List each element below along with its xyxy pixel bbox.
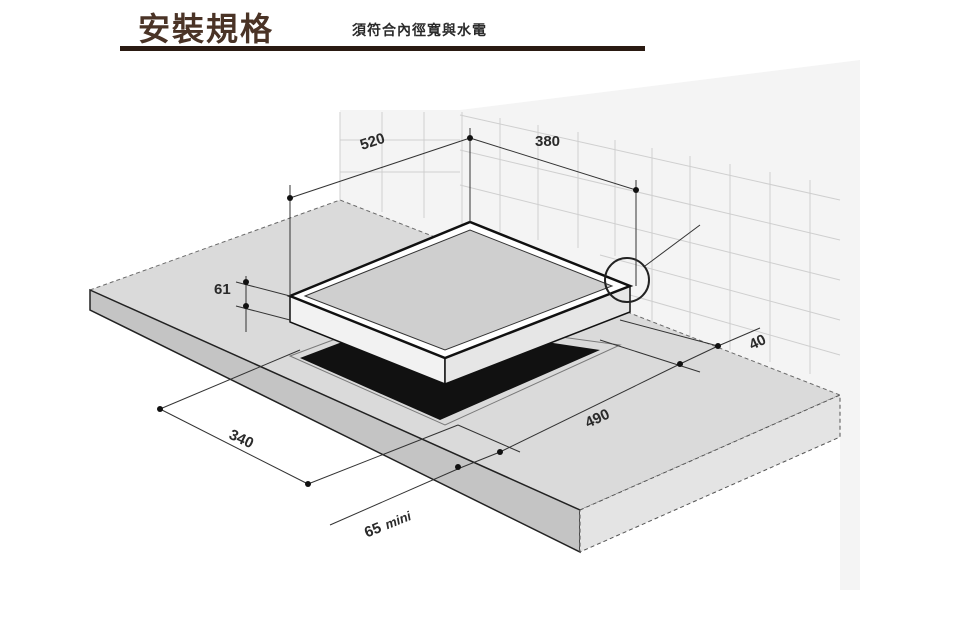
dim-label-61: 61 bbox=[214, 281, 231, 298]
dim-label-40: 40 bbox=[747, 331, 769, 353]
wall-tile-grid bbox=[339, 112, 841, 374]
countertop-side bbox=[579, 394, 841, 553]
hob-glass bbox=[303, 229, 614, 351]
dim-label-340: 340 bbox=[226, 426, 256, 452]
dim-label-65-mini: 65 mini bbox=[362, 508, 414, 541]
page-title: 安裝規格 bbox=[138, 11, 275, 47]
dim-label-65: 65 bbox=[362, 519, 384, 541]
dim-label-380: 380 bbox=[535, 133, 560, 150]
dimension-points bbox=[157, 135, 721, 487]
title-rule bbox=[120, 46, 645, 51]
dim-label-520: 520 bbox=[358, 130, 387, 154]
dimension-lines bbox=[159, 128, 761, 526]
page-subtitle: 須符合內徑寬與水電 bbox=[352, 22, 487, 38]
dim-label-mini: mini bbox=[383, 508, 414, 532]
detail-leader bbox=[644, 224, 701, 267]
detail-circle bbox=[604, 257, 650, 303]
